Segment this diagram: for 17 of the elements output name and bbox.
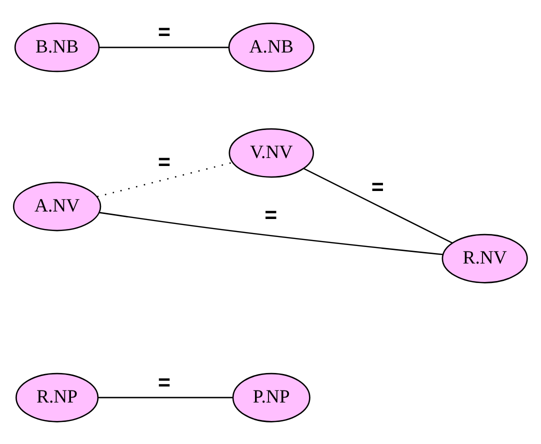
node-ellipse: P.NP bbox=[232, 372, 310, 422]
edge-label: = bbox=[158, 370, 170, 394]
connector bbox=[99, 46, 229, 48]
node-ellipse: A.NV bbox=[12, 181, 102, 231]
edge-label: = bbox=[371, 174, 384, 199]
node-ellipse: R.NV bbox=[442, 233, 528, 283]
node-ellipse: B.NB bbox=[14, 22, 100, 72]
node-ellipse: A.NB bbox=[228, 22, 314, 72]
edge-label: = bbox=[264, 202, 278, 227]
connector bbox=[99, 211, 443, 255]
connector bbox=[304, 167, 453, 244]
edge-label: = bbox=[158, 149, 170, 174]
edge-label: = bbox=[158, 20, 170, 44]
node-ellipse: V.NV bbox=[228, 128, 314, 178]
node-ellipse: R.NP bbox=[16, 372, 99, 422]
connector bbox=[97, 161, 234, 197]
connector bbox=[98, 396, 233, 398]
